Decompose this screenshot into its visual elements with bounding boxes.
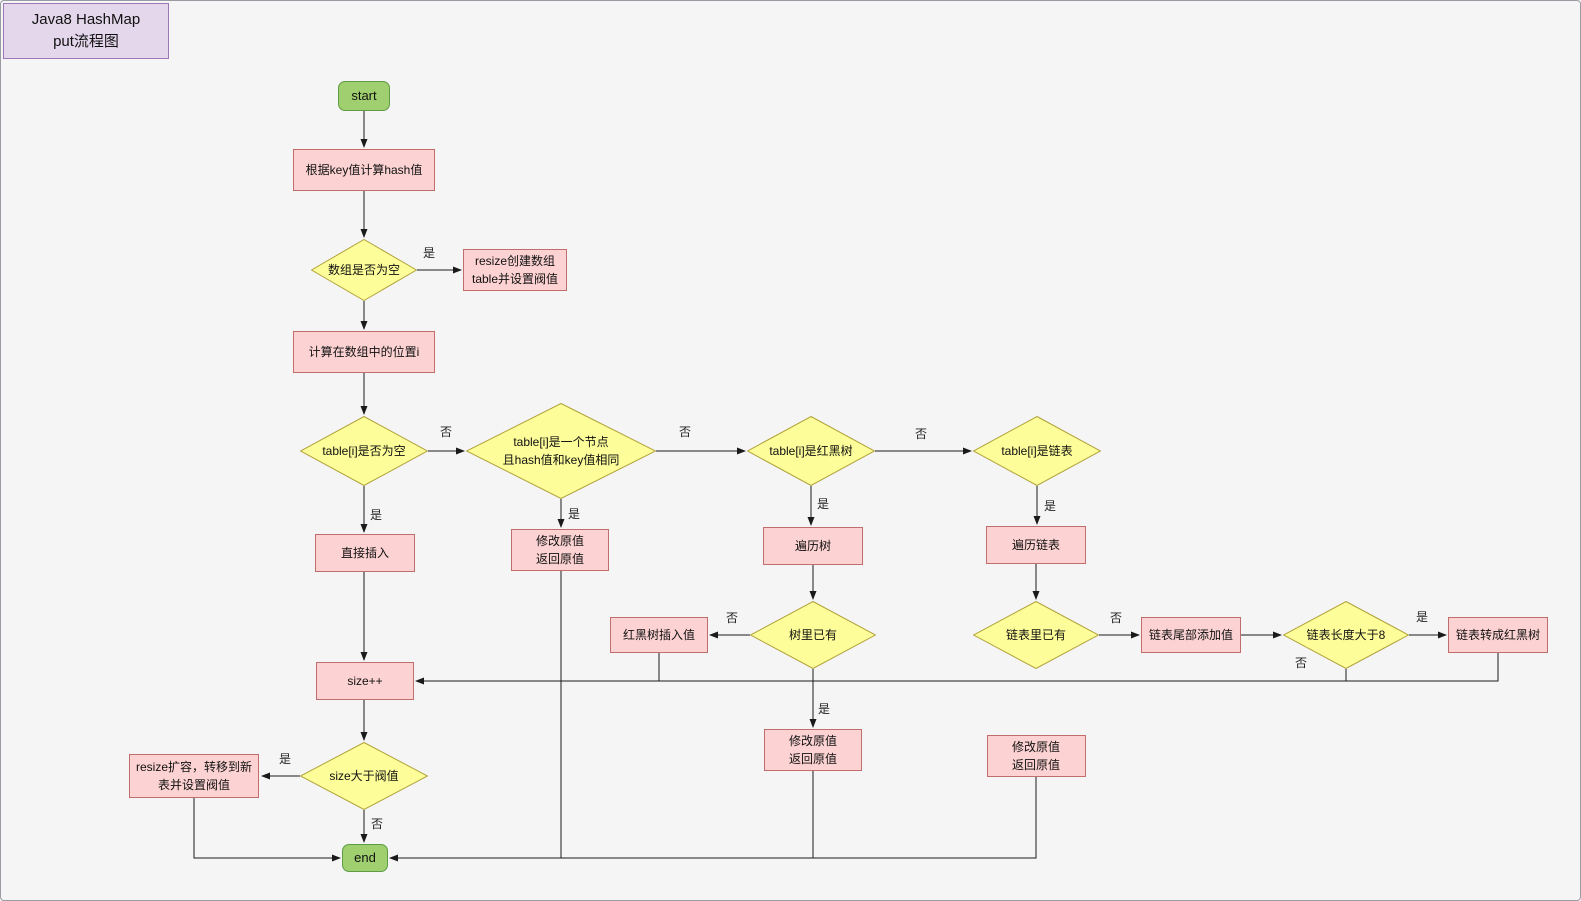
node-label: start: [351, 88, 377, 104]
diagram-title-line1: Java8 HashMap: [31, 11, 141, 29]
process-list-append: 链表尾部添加值: [1141, 617, 1241, 653]
decision-array-empty: 数组是否为空: [311, 239, 417, 301]
edge-label: 是: [817, 497, 829, 511]
node-label: 链表里已有: [1005, 628, 1066, 642]
edge-label: 否: [679, 425, 691, 439]
node-label: 修改原值 返回原值: [1011, 740, 1060, 772]
process-modify-return-node: 修改原值 返回原值: [511, 529, 609, 571]
edge-label: 是: [818, 702, 830, 716]
edge-label: 是: [423, 246, 435, 260]
edge-label: 否: [371, 817, 383, 831]
edge-line: [193, 798, 341, 862]
edge-label: 是: [370, 508, 382, 522]
node-label: table[i]是红黑树: [769, 444, 853, 458]
edge-label: 是: [1044, 499, 1056, 513]
decision-list-len-gt8: 链表长度大于8: [1283, 601, 1409, 669]
process-traverse-list: 遍历链表: [986, 526, 1086, 564]
edge-label: 是: [1416, 610, 1428, 624]
edge-label: 是: [279, 752, 291, 766]
diamond-shape: [466, 403, 656, 499]
node-label: table[i]是一个节点 且hash值和key值相同: [502, 435, 620, 467]
diagram-title: Java8 HashMap put流程图: [3, 3, 169, 59]
edge-label: 否: [440, 425, 452, 439]
node-label: 链表尾部添加值: [1148, 628, 1233, 642]
node-label: 链表转成红黑树: [1455, 628, 1540, 642]
decision-tablei-rbtree: table[i]是红黑树: [747, 416, 875, 486]
process-calc-hash: 根据key值计算hash值: [293, 149, 435, 191]
decision-tablei-list: table[i]是链表: [973, 416, 1101, 486]
process-resize-expand: resize扩容，转移到新 表并设置阀值: [129, 754, 259, 798]
node-label: 数组是否为空: [327, 263, 400, 277]
node-label: 树里已有: [788, 628, 837, 642]
node-label: 遍历树: [794, 539, 831, 553]
diamond-shape: [747, 416, 875, 486]
node-label: table[i]是链表: [1001, 444, 1073, 458]
edge-label: 否: [915, 427, 927, 441]
node-label: size大于阀值: [329, 769, 399, 783]
edge-label: 否: [1295, 656, 1307, 670]
process-modify-return-tree: 修改原值 返回原值: [764, 729, 862, 771]
edge-line: [415, 653, 1499, 685]
node-label: 修改原值 返回原值: [788, 734, 837, 766]
node-label: 链表长度大于8: [1306, 628, 1386, 642]
node-label: size++: [347, 674, 383, 688]
edge-label: 是: [568, 507, 580, 521]
decision-size-gt-threshold: size大于阀值: [300, 742, 428, 810]
edge-line: [390, 771, 814, 859]
decision-tree-has: 树里已有: [750, 601, 876, 669]
diamond-shape: [750, 601, 876, 669]
diamond-shape: [311, 239, 417, 301]
node-label: 红黑树插入值: [622, 628, 695, 642]
terminal-end: end: [342, 844, 388, 872]
diagram-title-line2: put流程图: [53, 33, 119, 50]
diamond-shape: [300, 416, 428, 486]
diamond-shape: [300, 742, 428, 810]
decision-list-has: 链表里已有: [973, 601, 1099, 669]
node-label: end: [354, 850, 376, 866]
process-traverse-tree: 遍历树: [763, 527, 863, 565]
edge-line: [390, 777, 1037, 859]
terminal-start: start: [338, 81, 390, 111]
process-list-to-rbtree: 链表转成红黑树: [1448, 617, 1548, 653]
edge-label: 否: [726, 611, 738, 625]
diamond-shape: [973, 416, 1101, 486]
diamond-shape: [973, 601, 1099, 669]
process-size-inc: size++: [316, 662, 414, 700]
node-label: table[i]是否为空: [322, 444, 406, 458]
node-label: resize扩容，转移到新 表并设置阀值: [135, 760, 252, 792]
process-calc-index: 计算在数组中的位置i: [293, 331, 435, 373]
node-label: 遍历链表: [1011, 538, 1060, 552]
node-label: resize创建数组 table并设置阀值: [471, 254, 559, 286]
node-label: 直接插入: [340, 546, 389, 560]
process-resize-create: resize创建数组 table并设置阀值: [463, 249, 567, 291]
decision-tablei-empty: table[i]是否为空: [300, 416, 428, 486]
decision-tablei-node: table[i]是一个节点 且hash值和key值相同: [466, 403, 656, 499]
node-label: 根据key值计算hash值: [305, 163, 423, 177]
node-label: 计算在数组中的位置i: [308, 345, 420, 359]
process-direct-insert: 直接插入: [315, 534, 415, 572]
diamond-shape: [1283, 601, 1409, 669]
edge-line: [389, 571, 562, 862]
edge-label: 否: [1110, 611, 1122, 625]
process-modify-return-list: 修改原值 返回原值: [986, 735, 1086, 777]
node-label: 修改原值 返回原值: [535, 534, 584, 566]
process-rbtree-insert: 红黑树插入值: [610, 617, 708, 653]
